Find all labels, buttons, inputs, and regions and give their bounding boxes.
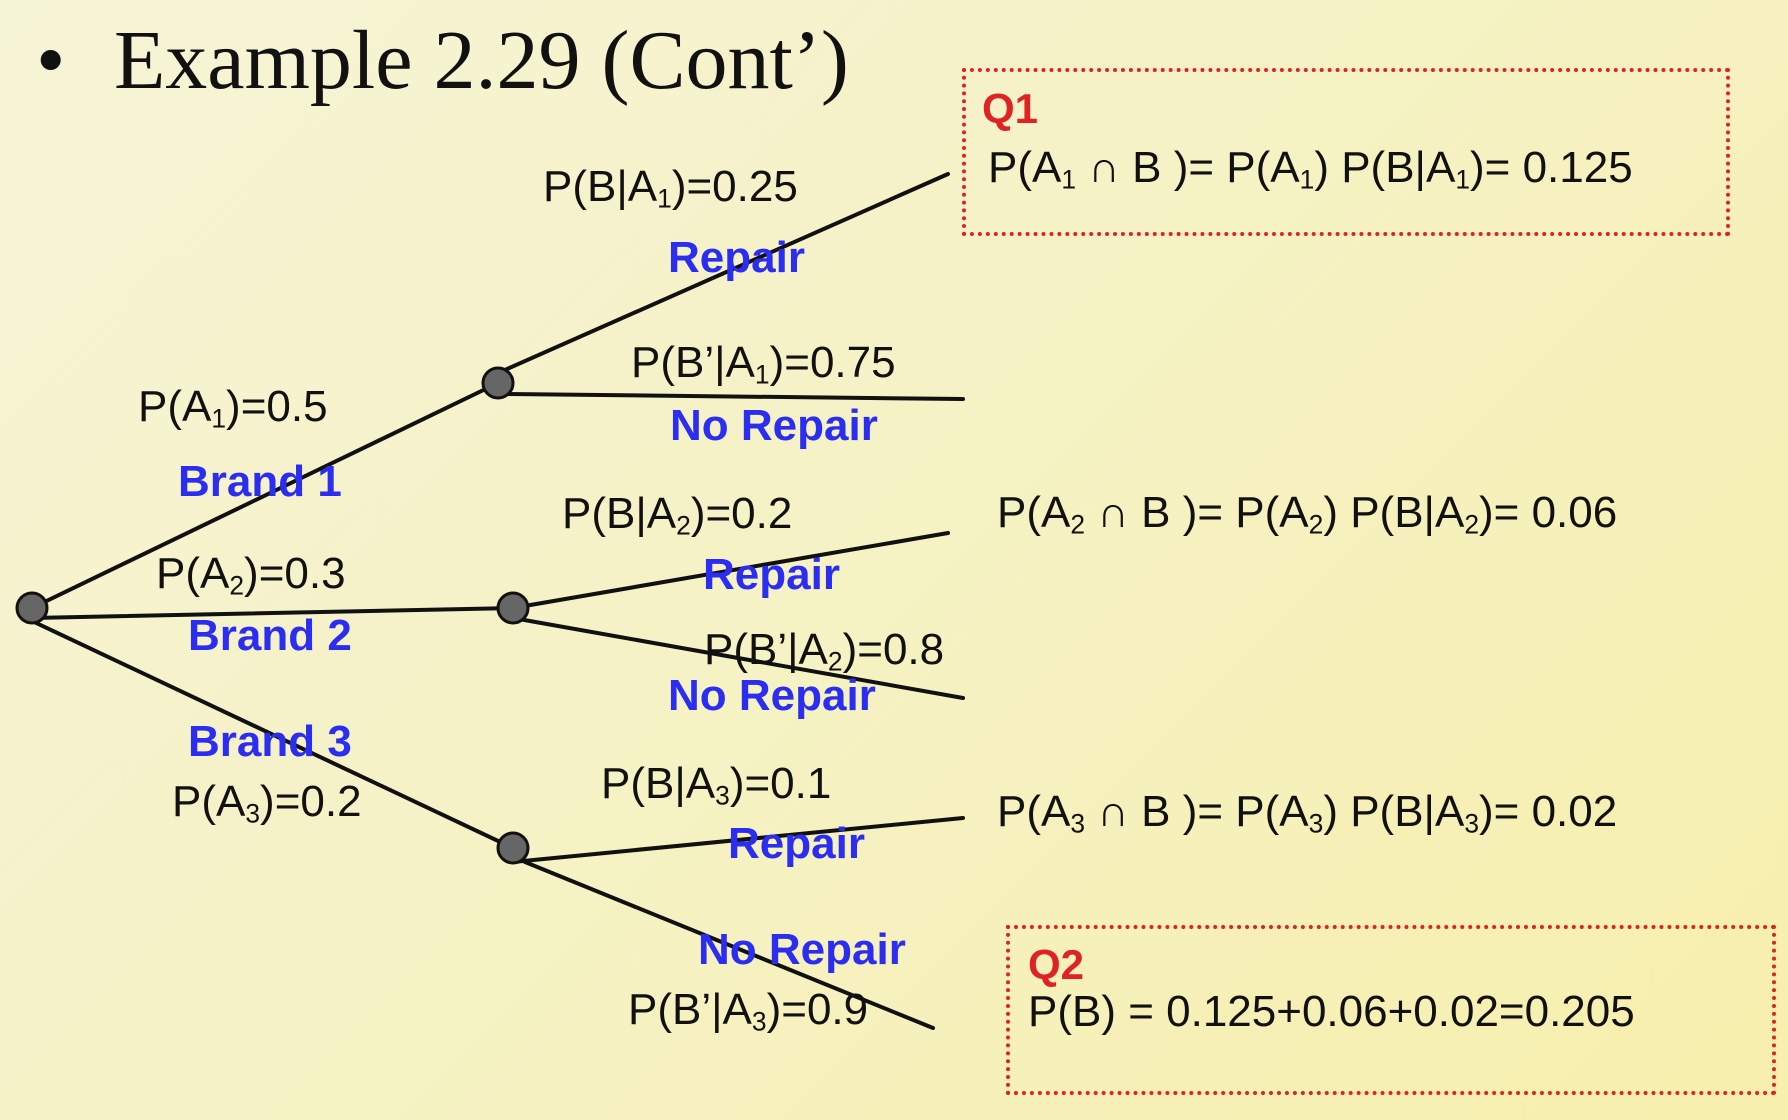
q1-title: Q1 (982, 85, 1039, 132)
q1-box (962, 68, 1730, 236)
q2-title: Q2 (1028, 941, 1085, 988)
branch-brand2 (30, 606, 515, 620)
label-no-repair-a1: No Repair (670, 401, 878, 450)
label-brand3: Brand 3 (188, 717, 352, 766)
prob-a1: P(A1)=0.5 (138, 382, 328, 434)
label-no-repair-a2: No Repair (668, 671, 876, 720)
root-node (15, 591, 49, 625)
label-brand2: Brand 2 (188, 611, 352, 660)
branch-a2-no-repair (511, 616, 965, 700)
branch-a1-no-repair (503, 392, 965, 401)
prob-bnot-given-a2: P(B’|A2)=0.8 (704, 625, 945, 677)
label-repair-a1: Repair (668, 233, 805, 282)
branch-a3-no-repair (523, 860, 935, 1030)
q2-formula: P(B) = 0.125+0.06+0.02=0.205 (1028, 987, 1635, 1036)
q2-box (1006, 925, 1776, 1095)
prob-b-given-a1: P(B|A1)=0.25 (543, 162, 798, 214)
prob-bnot-given-a3: P(B’|A3)=0.9 (628, 985, 869, 1037)
node-brand1 (481, 366, 515, 400)
prob-b-given-a3: P(B|A3)=0.1 (601, 759, 832, 811)
branch-a3-repair (511, 816, 965, 864)
label-brand1: Brand 1 (178, 457, 342, 506)
branch-a2-repair (511, 531, 950, 610)
node-brand3 (496, 831, 530, 865)
prob-bnot-given-a1: P(B’|A1)=0.75 (631, 338, 896, 390)
branch-brand1 (30, 381, 500, 610)
joint-a1-formula: P(A1 ∩ B )= P(A1) P(B|A1)= 0.125 (988, 143, 1633, 195)
label-repair-a3: Repair (728, 819, 865, 868)
prob-a2: P(A2)=0.3 (156, 549, 346, 601)
label-no-repair-a3: No Repair (698, 925, 906, 974)
prob-b-given-a2: P(B|A2)=0.2 (562, 489, 793, 541)
branch-brand3 (30, 619, 515, 850)
node-brand2 (496, 591, 530, 625)
slide-title: • Example 2.29 (Cont’) (36, 12, 849, 109)
prob-a3: P(A3)=0.2 (172, 777, 362, 829)
branch-a1-repair (496, 172, 950, 375)
joint-a3-formula: P(A3 ∩ B )= P(A3) P(B|A3)= 0.02 (997, 787, 1618, 839)
label-repair-a2: Repair (703, 550, 840, 599)
title-bullet: • (36, 14, 66, 107)
title-text: Example 2.29 (Cont’) (114, 14, 849, 107)
joint-a2-formula: P(A2 ∩ B )= P(A2) P(B|A2)= 0.06 (997, 488, 1618, 540)
